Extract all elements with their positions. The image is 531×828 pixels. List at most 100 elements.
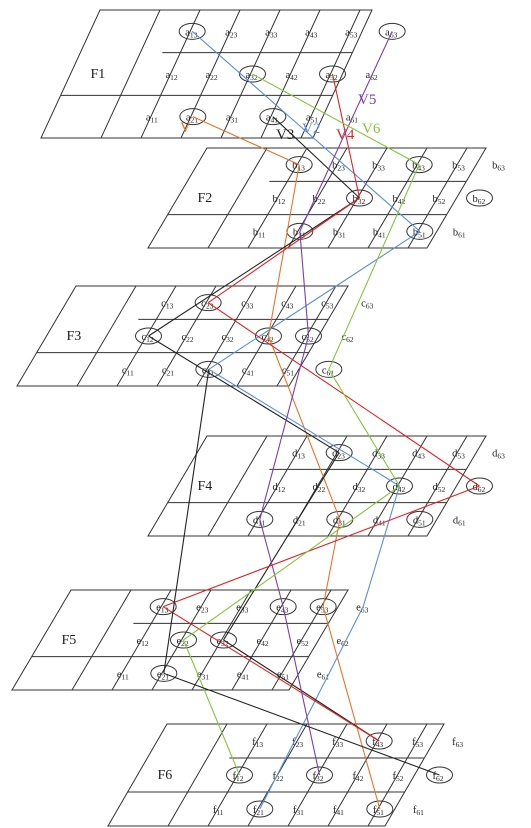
node-circle-c23: [194, 294, 222, 312]
cell-e12: e12: [137, 636, 149, 648]
path-segment-v3: [272, 116, 360, 199]
plane-label-f5: F5: [62, 633, 77, 648]
node-circle-a32: [239, 65, 266, 83]
path-segment-v5: [299, 31, 393, 232]
cell-e41: e41: [237, 669, 249, 681]
grid-column-line: [407, 147, 468, 249]
cell-a63: a63: [385, 27, 397, 39]
cell-b33: b33: [372, 161, 385, 173]
grid-column-line: [71, 589, 132, 691]
node-circle-e13: [149, 598, 177, 616]
cell-e23: e23: [196, 603, 208, 615]
cell-e62: e62: [337, 636, 349, 648]
path-label-v: V: [180, 120, 191, 136]
paths-layer: [148, 30, 480, 810]
cell-e42: e42: [257, 636, 269, 648]
grid-column-line: [271, 589, 332, 691]
cell-c43: c43: [281, 299, 293, 311]
path-segment-v5: [282, 606, 321, 776]
path-segment-v6: [328, 369, 400, 487]
grid-column-line: [196, 285, 257, 387]
cell-c53: c53: [321, 299, 333, 311]
cell-d11: d11: [253, 515, 266, 527]
cell-d52: d52: [433, 482, 446, 494]
cell-a53: a53: [345, 27, 357, 39]
node-circle-e22: [170, 631, 197, 649]
cell-d42: d42: [393, 482, 406, 494]
cell-e31: e31: [197, 669, 209, 681]
path-label-v4: V4: [336, 127, 355, 143]
plane-f6: F6f13f23f33f43f53f63f12f22f32f42f52f62f1…: [107, 723, 463, 827]
cell-c21: c21: [162, 365, 174, 377]
node-circle-d42: [386, 477, 413, 495]
cell-a32: a32: [246, 70, 258, 82]
path-segment-v4: [162, 485, 480, 608]
cell-c13: c13: [161, 299, 173, 311]
cell-c32: c32: [222, 332, 234, 344]
cell-c63: c63: [361, 299, 373, 311]
grid-column-line: [167, 723, 228, 827]
grid-column-line: [116, 285, 177, 387]
path-segment-v5: [259, 335, 310, 520]
node-circle-c12: [135, 327, 162, 345]
path-segment-v: [322, 519, 341, 607]
cell-d51: d51: [413, 515, 426, 527]
grid-column-line: [151, 589, 212, 691]
path-segment-v: [322, 606, 381, 810]
cell-a52: a52: [326, 70, 338, 82]
node-circle-d51: [406, 510, 434, 528]
path-segment-v4: [207, 197, 360, 304]
cell-f31: f31: [293, 805, 304, 817]
path-label-v5: V5: [358, 92, 376, 108]
path-segment-v5: [299, 231, 310, 337]
cell-b53: b53: [452, 161, 465, 173]
path-segment-v2: [191, 30, 421, 232]
cell-a11: a11: [146, 113, 158, 125]
cell-f62: f62: [433, 771, 444, 783]
cell-c12: c12: [142, 332, 154, 344]
cell-a51: a51: [306, 113, 318, 125]
cell-e21: e21: [157, 669, 169, 681]
cell-a43: a43: [305, 27, 317, 39]
grid-column-line: [207, 723, 268, 827]
cell-f51: f51: [373, 805, 384, 817]
grid-column-line: [247, 435, 308, 537]
grid-column-line: [367, 435, 428, 537]
node-circle-f51: [366, 800, 394, 818]
path-segment-v2: [259, 606, 364, 810]
path-label-v6: V6: [362, 121, 381, 137]
cell-e43: e43: [276, 603, 288, 615]
path-segment-v3: [148, 335, 340, 454]
plane-label-f2: F2: [198, 191, 213, 206]
cell-c41: c41: [242, 365, 254, 377]
node-circle-d11: [246, 510, 274, 528]
grid-column-line: [327, 147, 388, 249]
cell-a61: a61: [346, 113, 358, 125]
grid-column-line: [220, 9, 281, 139]
cell-c51: c51: [282, 365, 294, 377]
cell-c11: c11: [122, 365, 134, 377]
cell-a12: a12: [166, 70, 178, 82]
grid-column-line: [231, 589, 292, 691]
cell-d22: d22: [313, 482, 326, 494]
path-segment-v6: [252, 73, 420, 166]
cell-d32: d32: [353, 482, 366, 494]
plane-f5: F5e13e23e33e43e53e63e12e22e32e42e52e62e1…: [11, 589, 369, 691]
node-circle-f32: [306, 766, 333, 784]
node-circle-c61: [315, 360, 343, 378]
grid-column-line: [111, 589, 172, 691]
plane-f2: F2b13b23b33b43b53b63b12b22b32b42b52b62b1…: [147, 147, 505, 249]
cell-c62: c62: [342, 332, 354, 344]
node-circle-b13: [285, 156, 313, 174]
cell-b43: b43: [412, 161, 425, 173]
cell-f21: f21: [253, 805, 264, 817]
plane-label-f3: F3: [67, 329, 82, 344]
cell-c52: c52: [302, 332, 314, 344]
grid-column-line: [260, 9, 321, 139]
node-circle-a41: [259, 108, 287, 126]
cell-c23: c23: [201, 299, 213, 311]
plane-label-f6: F6: [158, 768, 173, 783]
grid-column-line: [407, 435, 468, 537]
